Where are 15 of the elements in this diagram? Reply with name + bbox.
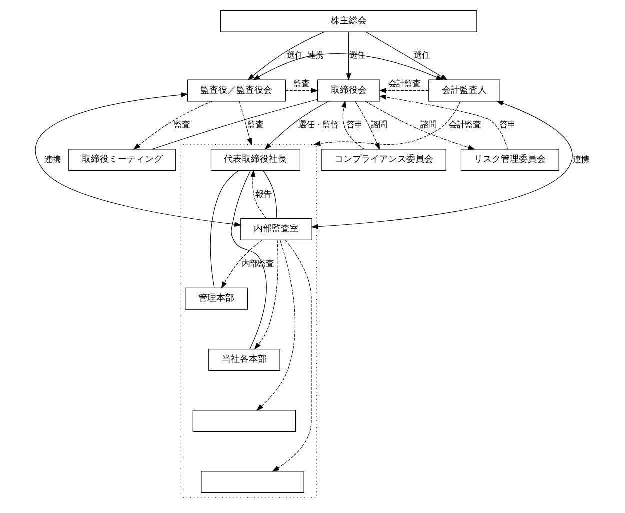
edge-label: 報告 (256, 189, 272, 200)
edge-label: 監査 (294, 78, 310, 89)
edge-label: 会計監査 (449, 120, 482, 130)
edge-label: 諮問 (370, 120, 387, 130)
edge-label: 会計監査 (388, 78, 420, 89)
edge-label: 選任 (287, 50, 304, 60)
edge-label: 監査 (247, 120, 264, 130)
edge-label: 連携 (573, 154, 590, 164)
edge-label: 監査 (174, 120, 190, 130)
edge-label: 選任・監督 (298, 120, 339, 130)
edge-label: 連携 (44, 154, 61, 164)
edge-label: 答申 (346, 120, 362, 130)
edge-label: 答申 (499, 120, 516, 130)
edge-label: 選任 (414, 50, 430, 60)
edge-label: 諮問 (420, 120, 437, 130)
